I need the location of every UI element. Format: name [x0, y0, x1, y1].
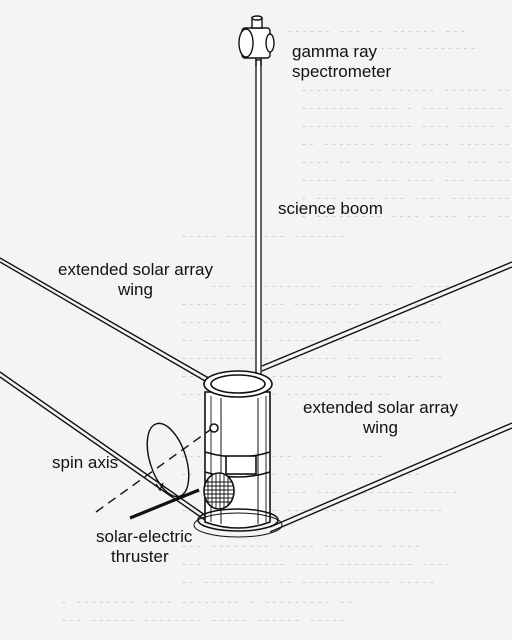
svg-text:------- - ----------- ----- --: ------- - ----------- ----- -------: [180, 314, 443, 329]
svg-text:- -------- ---- -------- - ---: - -------- ---- -------- - --------- --: [60, 594, 354, 609]
svg-text:- --- ---- --- ---- ----------: - --- ---- --- ---- -----------: [300, 190, 512, 205]
svg-text:----- --- ---- --------- ----: ----- --- ---- --------- ---- ----: [180, 296, 436, 311]
solar-electric-thruster-label-line-2: thruster: [111, 547, 169, 566]
svg-text:----- --- --- ---- --- ------: ----- --- --- ---- --- ------ ---: [300, 172, 512, 187]
svg-text:------ --- -- ------ ---: ------ --- -- ------ ---: [286, 23, 467, 38]
solar-electric-thruster: [203, 472, 235, 510]
svg-text:--- ----------- ------- --- --: --- ----------- ------- --- ------: [210, 278, 466, 293]
svg-text:- --------- ---- ---- --- ----: - --------- ---- ---- --- ------: [300, 208, 512, 223]
science-boom: [255, 59, 262, 391]
svg-text:-- ------- ---- ---- --------: -- ------- ---- ---- --------: [300, 136, 512, 151]
svg-text:--- -------- ----- -------- --: --- -------- ----- -------- ----: [180, 538, 421, 553]
svg-text:----- -------- -------: ----- -------- -------: [180, 228, 346, 243]
gamma-ray-spectrometer: [238, 15, 275, 66]
solar-array-right-label-line-2: wing: [363, 418, 398, 437]
science-boom-label: science boom: [278, 199, 383, 219]
science-boom-label-text: science boom: [278, 199, 383, 218]
gamma-ray-spectrometer-label-line-1: gamma ray: [292, 42, 378, 61]
svg-text:-------- ------ ---- ----- ---: -------- ------ ---- ----- ----: [300, 118, 512, 133]
svg-text:-------- ---- - ---- ------ --: -------- ---- - ---- ------ ---- --: [300, 100, 512, 115]
spin-axis-label-text: spin axis: [52, 453, 119, 472]
spacecraft-body: [193, 370, 283, 538]
solar-array-left-label: extended solar array wing: [58, 260, 213, 300]
solar-electric-thruster-label: solar-electric thruster: [96, 527, 192, 567]
svg-text:-------- -- ------ ------ --: -------- -- ------ ------ --: [300, 82, 511, 97]
svg-text:--- ---------- ----- ---------: --- ---------- ----- ---------- ----: [180, 556, 451, 571]
solar-array-wing-right: [261, 261, 512, 533]
svg-text:------------ -------- -- -----: ------------ -------- -- ------ ---: [180, 350, 443, 365]
svg-text:-------- ------ --------: -------- ------ --------: [296, 40, 477, 55]
solar-array-right-label: extended solar array wing: [303, 398, 458, 438]
solar-array-left-label-line-1: extended solar array: [58, 260, 213, 279]
svg-text:--- ------ -------- ----- ----: --- ------ -------- ----- ------ -----: [60, 612, 346, 627]
solar-array-wing-left: [0, 257, 213, 521]
solar-array-left-label-line-2: wing: [118, 280, 153, 299]
svg-text:-- --------- -- ------------ -: -- --------- -- ------------ -----: [180, 574, 436, 589]
thruster-pointer-arrow: [129, 488, 200, 520]
gamma-ray-spectrometer-label-line-2: spectrometer: [292, 62, 392, 81]
background-show-through: ------ --- -- ------ --- -------- ------…: [60, 23, 512, 627]
svg-text:-- --------- ----- --- -------: -- --------- ----- --- ---------: [180, 332, 421, 347]
solar-array-right-label-line-1: extended solar array: [303, 398, 458, 417]
svg-text:---- -- --- --------- --- ----: ---- -- --- --------- --- ------: [300, 154, 512, 169]
solar-electric-thruster-label-line-1: solar-electric: [96, 527, 193, 546]
gamma-ray-spectrometer-label: gamma ray spectrometer: [292, 42, 391, 82]
spin-axis-label: spin axis: [52, 453, 118, 473]
